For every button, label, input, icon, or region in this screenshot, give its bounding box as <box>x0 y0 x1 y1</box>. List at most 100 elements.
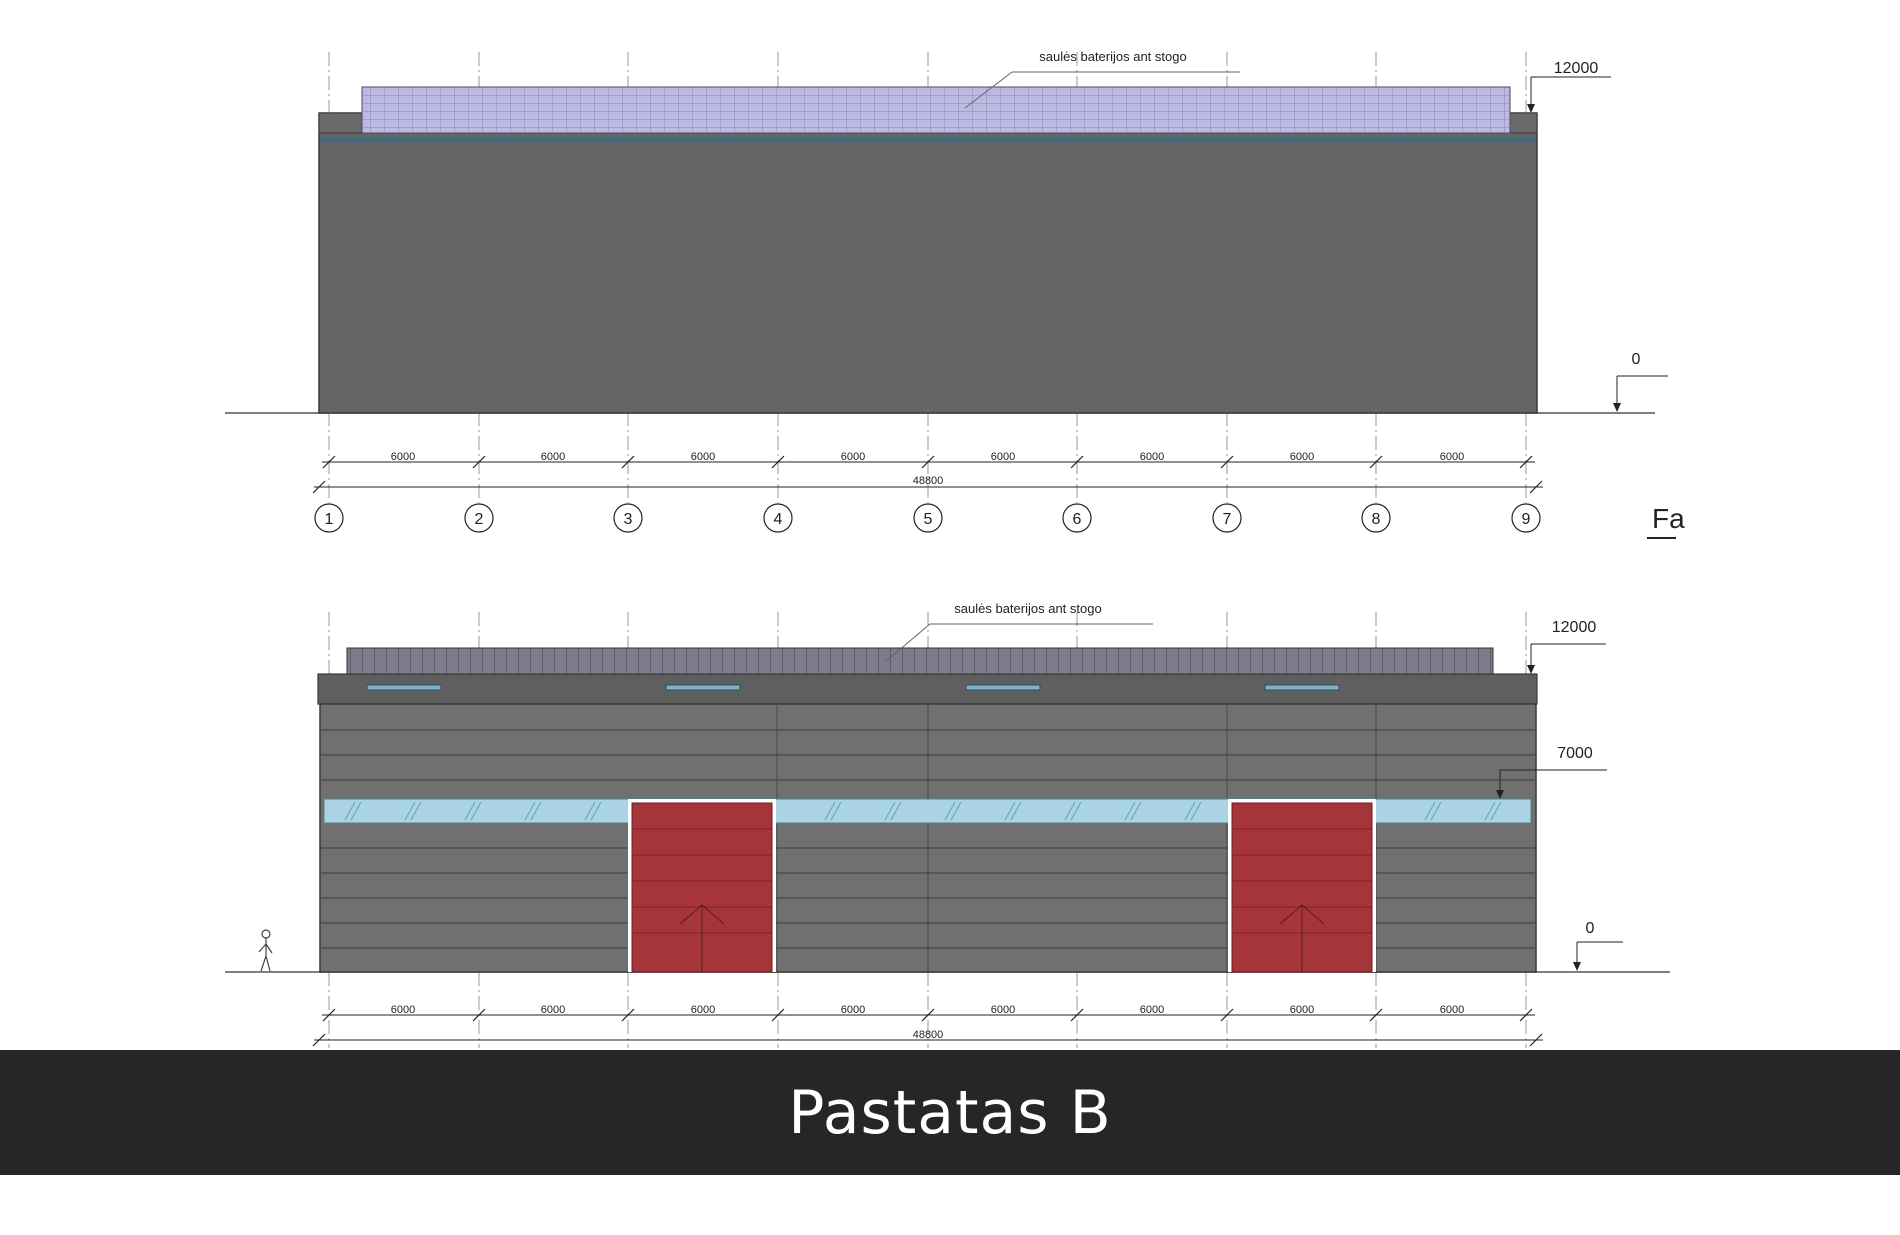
skylight <box>665 684 741 691</box>
glazing-hatch-mark <box>344 801 356 821</box>
solar-panels <box>346 647 1494 675</box>
dim-label-0: 6000 <box>391 451 415 463</box>
axis-bubble-5: 5 <box>913 503 943 533</box>
dim-tick <box>771 455 785 469</box>
glazing-hatch-mark <box>1130 801 1142 821</box>
axis-bubble-1: 1 <box>314 503 344 533</box>
skylight <box>965 684 1041 691</box>
dim-label-3: 6000 <box>841 451 865 463</box>
dimension-chain: 6000 6000 6000 6000 6000 6000 6000 6000 … <box>312 1004 1543 1047</box>
dim-label-total: 48800 <box>913 1029 944 1041</box>
roof-parapet <box>317 673 1538 705</box>
level-label-7000: 7000 <box>1557 745 1593 762</box>
glazing-hatch-mark <box>1064 801 1076 821</box>
axis-bubble-3: 3 <box>613 503 643 533</box>
door-left <box>628 799 776 973</box>
glazing-hatch-mark <box>470 801 482 821</box>
glazing-hatch-mark <box>404 801 416 821</box>
top-elevation: saulės baterijos ant stogo 12000 0 6000 … <box>225 49 1685 539</box>
glazing-hatch-mark <box>1010 801 1022 821</box>
solar-label: saulės baterijos ant stogo <box>954 601 1101 616</box>
axis-label-8: 8 <box>1372 511 1381 528</box>
dim-label-2: 6000 <box>691 1004 715 1016</box>
level-marker-mid: 7000 <box>1496 745 1607 799</box>
glazing-hatch-mark <box>1430 801 1442 821</box>
glazing-hatch-mark <box>1490 801 1502 821</box>
glazing-hatch-mark <box>530 801 542 821</box>
dim-tick <box>921 1008 935 1022</box>
dim-tick <box>1220 455 1234 469</box>
axis-label-3: 3 <box>624 511 633 528</box>
dim-label-1: 6000 <box>541 451 565 463</box>
level-label-12000: 12000 <box>1552 619 1597 636</box>
glazing-hatch-mark <box>590 801 602 821</box>
dim-label-2: 6000 <box>691 451 715 463</box>
axis-label-4: 4 <box>774 511 783 528</box>
level-marker-top: 12000 <box>1527 60 1611 113</box>
axis-bubbles: 1 2 3 4 5 6 7 8 9 <box>314 503 1541 533</box>
bottom-elevation: saulės baterijos ant stogo 12000 7000 0 <box>225 601 1670 1048</box>
dim-label-0: 6000 <box>391 1004 415 1016</box>
glazing-hatch-mark <box>1184 801 1196 821</box>
dimension-chain: 6000 6000 6000 6000 6000 6000 6000 6000 … <box>312 451 1543 494</box>
dim-tick <box>1369 455 1383 469</box>
glazing-hatch-mark <box>890 801 902 821</box>
dim-label-total: 48800 <box>913 475 944 487</box>
dim-tick <box>1070 455 1084 469</box>
solar-label: saulės baterijos ant stogo <box>1039 49 1186 64</box>
axis-label-1: 1 <box>325 511 334 528</box>
solar-label-arrow <box>884 623 931 663</box>
axis-label-2: 2 <box>475 511 484 528</box>
dim-tick <box>472 1008 486 1022</box>
level-label-0: 0 <box>1632 351 1641 368</box>
glazing-hatch-mark <box>1484 801 1496 821</box>
glazing-hatch-mark <box>944 801 956 821</box>
axis-label-5: 5 <box>924 511 933 528</box>
glazing-hatch-mark <box>350 801 362 821</box>
axis-bubble-9: 9 <box>1511 503 1541 533</box>
glazing-hatch-mark <box>584 801 596 821</box>
door-right <box>1228 799 1376 973</box>
dim-label-5: 6000 <box>1140 451 1164 463</box>
glazing-hatch-mark <box>1004 801 1016 821</box>
dim-tick <box>921 455 935 469</box>
dim-label-7: 6000 <box>1440 451 1464 463</box>
axis-bubble-7: 7 <box>1212 503 1242 533</box>
glazing-hatch-mark <box>464 801 476 821</box>
dim-label-3: 6000 <box>841 1004 865 1016</box>
glazing-hatch-mark <box>1190 801 1202 821</box>
axis-bubble-2: 2 <box>464 503 494 533</box>
dim-tick <box>322 1008 336 1022</box>
dim-label-4: 6000 <box>991 1004 1015 1016</box>
axis-bubble-4: 4 <box>763 503 793 533</box>
axis-bubble-8: 8 <box>1361 503 1391 533</box>
dim-tick <box>312 1033 326 1047</box>
level-marker-ground: 0 <box>1613 351 1668 412</box>
solar-label-arrow <box>964 71 1013 109</box>
glazing-hatch-mark <box>824 801 836 821</box>
dim-tick <box>771 1008 785 1022</box>
dim-tick <box>1529 1033 1543 1047</box>
solar-panels <box>361 86 1511 134</box>
axis-label-7: 7 <box>1223 511 1232 528</box>
dim-tick <box>621 455 635 469</box>
glazing-hatch-mark <box>410 801 422 821</box>
caption-title: Pastatas B <box>788 1077 1112 1148</box>
caption-bar: Pastatas B <box>0 1050 1900 1175</box>
dim-tick <box>621 1008 635 1022</box>
glazing-hatch-mark <box>1070 801 1082 821</box>
level-label-12000: 12000 <box>1554 60 1599 77</box>
dim-label-1: 6000 <box>541 1004 565 1016</box>
dim-label-5: 6000 <box>1140 1004 1164 1016</box>
glazing-hatch-mark <box>524 801 536 821</box>
glazing-hatch-mark <box>1124 801 1136 821</box>
level-marker-ground: 0 <box>1573 920 1623 971</box>
dim-tick <box>472 455 486 469</box>
building-wall <box>318 112 1538 414</box>
dim-tick <box>1519 455 1533 469</box>
axis-label-9: 9 <box>1522 511 1531 528</box>
dim-tick <box>1070 1008 1084 1022</box>
scale-person-figure <box>258 929 273 972</box>
dim-tick <box>1220 1008 1234 1022</box>
